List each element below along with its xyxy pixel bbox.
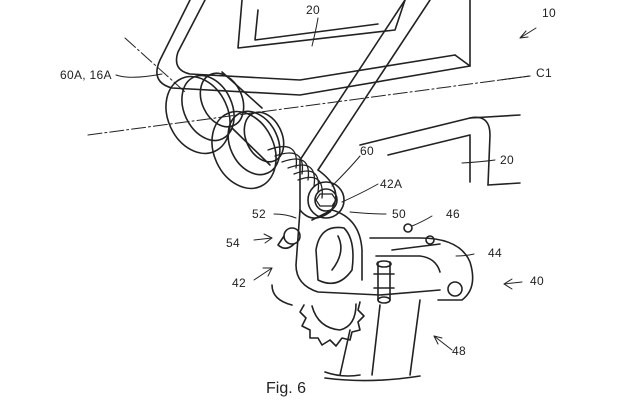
pin-46	[404, 224, 434, 244]
label-20-top: 20	[306, 3, 320, 17]
label-60a-16a: 60A, 16A	[60, 68, 112, 82]
label-60: 60	[360, 144, 374, 158]
latch-pin	[374, 261, 394, 303]
axis-c1	[88, 76, 530, 135]
base-member-48	[272, 285, 420, 381]
label-48: 48	[452, 344, 466, 358]
label-50: 50	[392, 207, 406, 221]
hinge-collar	[154, 66, 291, 199]
label-42: 42	[232, 276, 246, 290]
label-c1: C1	[536, 66, 552, 80]
sprocket-gear	[300, 302, 364, 346]
knob-54	[278, 228, 300, 248]
axis-60a	[125, 38, 185, 92]
label-52: 52	[252, 207, 266, 221]
frame-member-upper	[157, 0, 470, 95]
label-40: 40	[530, 274, 544, 288]
lever-housing	[296, 210, 440, 295]
bracket-44	[370, 238, 473, 300]
label-54: 54	[226, 236, 240, 250]
label-20-right: 20	[500, 153, 514, 167]
reference-arrows	[254, 28, 536, 350]
label-10: 10	[542, 6, 556, 20]
frame-member-lower	[360, 115, 520, 185]
pivot-bolt	[308, 182, 344, 218]
figure-caption: Fig. 6	[266, 380, 307, 397]
label-42a: 42A	[380, 177, 403, 191]
label-46: 46	[446, 207, 460, 221]
label-44: 44	[488, 246, 502, 260]
leader-lines	[116, 18, 530, 256]
